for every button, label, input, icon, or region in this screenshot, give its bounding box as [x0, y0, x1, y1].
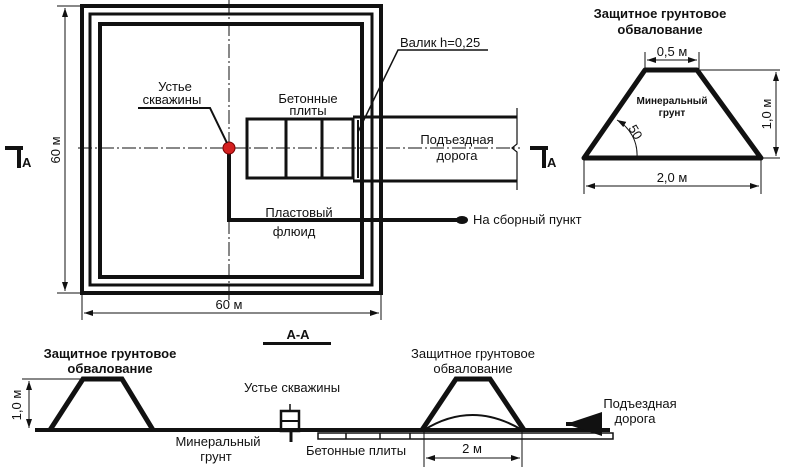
road-label-2: дорога: [437, 148, 479, 163]
section-a-a: А-А Защитное грунтовое обвалование Защит…: [9, 327, 677, 467]
road-label-1: Подъездная: [420, 132, 493, 147]
right-berm-label-1: Защитное грунтовое: [411, 346, 535, 361]
slab-joints: [345, 433, 411, 439]
road-label-1: Подъездная: [603, 396, 676, 411]
berm-profile: Защитное грунтовое обвалование Минеральн…: [581, 6, 780, 194]
left-berm-label-2: обвалование: [67, 361, 152, 376]
width-dimension-label: 60 м: [215, 297, 242, 312]
plan-view: Устье скважины Бетонные плиты Валик h=0,…: [5, 0, 582, 320]
section-height-dimension: [22, 378, 83, 428]
wellhead-label-2: скважины: [143, 92, 202, 107]
profile-height-label: 1,0 м: [759, 99, 774, 130]
section-mark-left: A: [5, 146, 32, 170]
wellhead-label-1: Устье: [158, 79, 192, 94]
profile-title-1: Защитное грунтовое: [594, 6, 727, 21]
height-dimension: [57, 5, 82, 294]
top-width-label: 0,5 м: [657, 44, 688, 59]
collection-point-label: На сборный пункт: [473, 212, 582, 227]
section-title-underline: [263, 342, 331, 345]
section-title: А-А: [286, 327, 310, 342]
section-width-dimension: [423, 432, 523, 467]
pipe-end-arrow: [456, 216, 468, 224]
wellhead-leader: [138, 107, 228, 144]
right-berm: [419, 376, 527, 432]
base-width-dimension: [583, 160, 762, 194]
ground-label-2: грунт: [200, 449, 232, 464]
slabs-label-2: плиты: [289, 103, 326, 118]
fluid-label-2: флюид: [273, 224, 316, 239]
road-label-2: дорога: [615, 411, 657, 426]
ground-label-1: Минеральный: [175, 434, 260, 449]
inner-berm: [98, 22, 364, 279]
left-berm: [47, 376, 156, 432]
profile-title-2: обвалование: [617, 22, 702, 37]
slabs-label: Бетонные плиты: [306, 443, 406, 458]
right-berm-label-2: обвалование: [433, 361, 512, 376]
angle-arc: [616, 119, 638, 158]
base-width-label: 2,0 м: [657, 170, 688, 185]
outer-berm: [80, 4, 383, 295]
fluid-label-1: Пластовый: [265, 205, 332, 220]
fill-label-1: Минеральный: [637, 96, 708, 107]
fill-label-2: грунт: [659, 108, 686, 119]
svg-text:A: A: [547, 155, 557, 170]
left-berm-label-1: Защитное грунтовое: [44, 346, 177, 361]
section-height-label: 1,0 м: [9, 390, 24, 421]
height-dimension-label: 60 м: [48, 136, 63, 163]
slabs-label-1: Бетонные: [278, 91, 337, 106]
section-wellhead: [279, 404, 301, 442]
width-dimension: [81, 293, 382, 320]
top-width-dimension: [644, 52, 700, 70]
access-road: [353, 108, 518, 190]
berm-leader: [357, 49, 488, 133]
section-mark-right: A: [530, 146, 557, 170]
section-slabs: [317, 432, 614, 440]
fluid-pipeline: [227, 150, 458, 222]
section-width-label: 2 м: [462, 441, 482, 456]
wellhead-label: Устье скважины: [244, 380, 340, 395]
profile-height-dimension: [700, 69, 780, 159]
berm-label: Валик h=0,25: [400, 35, 480, 50]
road-berm-arc: [423, 414, 523, 431]
berm-trapezoid: [581, 67, 764, 161]
wellhead-marker: [222, 141, 236, 155]
concrete-slabs: [245, 117, 355, 180]
svg-text:A: A: [22, 155, 32, 170]
middle-berm: [88, 12, 374, 287]
angle-label: 50: [625, 122, 645, 142]
